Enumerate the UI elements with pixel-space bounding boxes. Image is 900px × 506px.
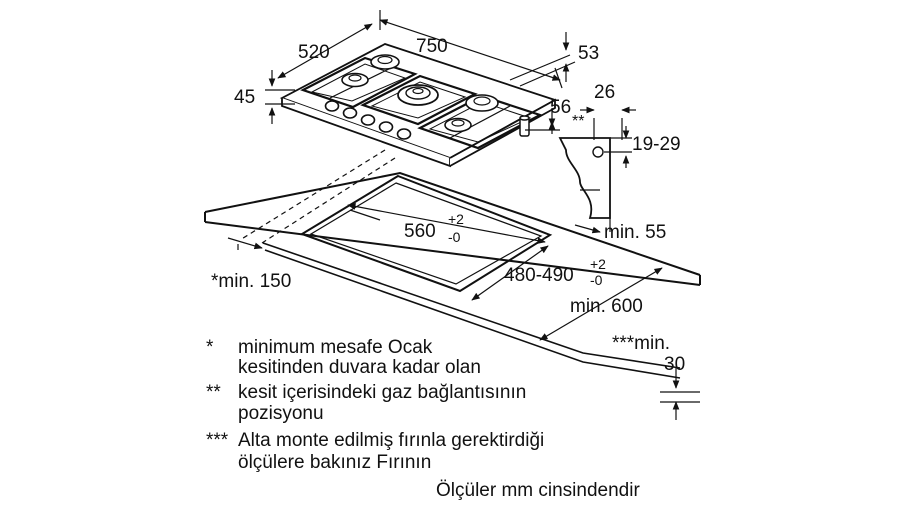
note-line: ölçülere bakınız Fırının (238, 452, 432, 473)
dim-height-45: 45 (234, 87, 256, 108)
projection-lines (239, 149, 396, 244)
note-line: pozisyonu (238, 403, 324, 424)
dim-pipe-range: 19-29 (632, 134, 681, 155)
dim-cutout-depth-tol-plus: +2 (590, 256, 606, 272)
dim-cutout-width-tol-minus: -0 (448, 229, 461, 245)
note-line: minimum mesafe Ocak (238, 337, 433, 358)
note-line: kesitinden duvara kadar olan (238, 357, 481, 378)
note-mark: ** (206, 382, 221, 403)
dimension-lines (227, 10, 700, 420)
note-line: kesit içerisindeki gaz bağlantısının (238, 382, 527, 403)
dim-width-750: 750 (416, 36, 448, 57)
dim-min-600: min. 600 (570, 296, 643, 317)
note-mark: * (206, 337, 214, 358)
gas-connection-mark: ** (572, 113, 585, 130)
note-mark: *** (206, 430, 229, 451)
dim-edge-53: 53 (578, 43, 600, 64)
dim-min-55: min. 55 (604, 222, 667, 243)
dim-depth-520: 520 (298, 42, 330, 63)
gas-connector (519, 115, 530, 137)
dim-cutout-depth-tol-minus: -0 (590, 272, 603, 288)
note-line: Alta monte edilmiş fırınla gerektirdiği (238, 430, 545, 451)
dim-min-30-line1: ***min. (612, 333, 671, 354)
control-knobs (324, 100, 412, 140)
side-profile (558, 106, 636, 232)
dim-edge-56: 56 (550, 97, 572, 118)
units-footer: Ölçüler mm cinsindendir (436, 480, 640, 501)
dim-cutout-width-tol-plus: +2 (448, 211, 464, 227)
dim-min-150: *min. 150 (211, 271, 292, 292)
dim-cutout-width: 560 (404, 221, 436, 242)
dim-pipe-26: 26 (594, 82, 616, 103)
dim-min-30-line2: 30 (664, 354, 686, 375)
dim-cutout-depth: 480-490 (504, 265, 574, 286)
